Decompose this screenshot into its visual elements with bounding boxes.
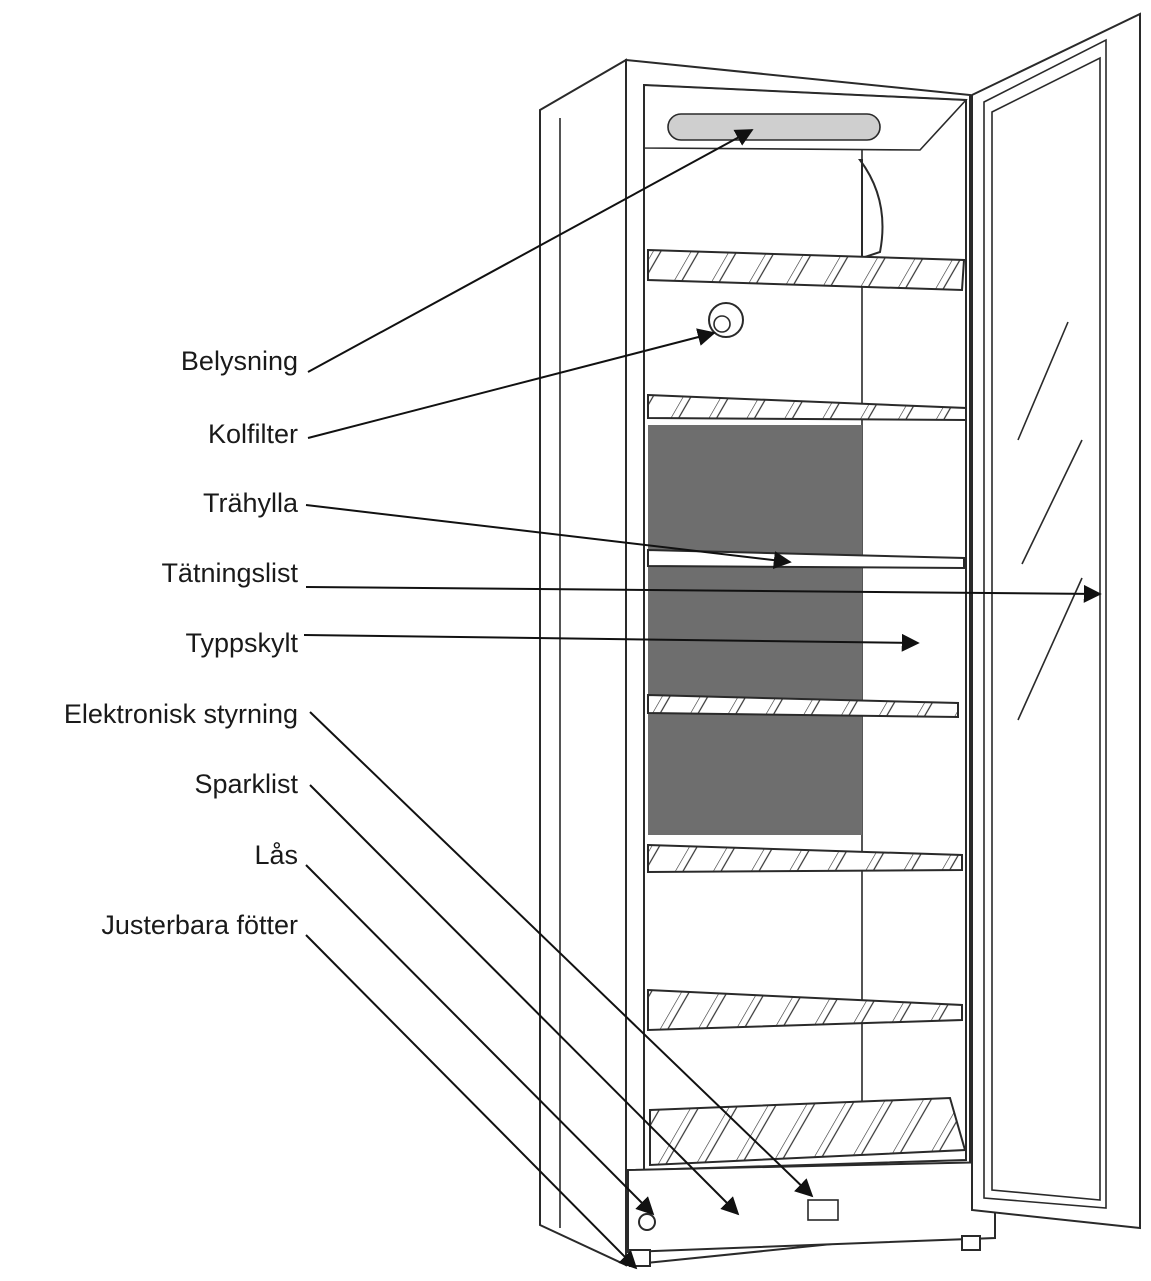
leader-sparklist [309, 784, 740, 1216]
light-strip [667, 113, 881, 141]
leader-typpskylt [303, 633, 920, 652]
leader-elektronisk-styrning [309, 711, 814, 1198]
leader-tatningslist [305, 584, 1102, 603]
base-plinth [627, 1160, 996, 1267]
glass-door [971, 12, 1141, 1230]
label-kolfilter: Kolfilter [207, 419, 298, 449]
leader-belysning [307, 129, 754, 373]
label-justerbara-fotter: Justerbara fötter [101, 910, 298, 940]
leader-las [305, 864, 655, 1216]
carbon-filter [708, 302, 744, 338]
bottle-shape [858, 159, 884, 260]
label-typpskylt: Typpskylt [185, 628, 298, 658]
label-elektronisk-styrning: Elektronisk styrning [63, 699, 298, 729]
back-panel [648, 425, 862, 835]
label-tatningslist: Tätningslist [161, 558, 298, 588]
leader-kolfilter [307, 328, 716, 439]
label-trahylla: Trähylla [202, 488, 298, 518]
label-sparklist: Sparklist [194, 769, 298, 799]
leader-trahylla [305, 504, 792, 570]
label-las: Lås [254, 840, 298, 870]
label-belysning: Belysning [180, 346, 298, 376]
leader-justerbara-fotter [305, 934, 638, 1270]
leader-lines [303, 129, 1102, 1270]
